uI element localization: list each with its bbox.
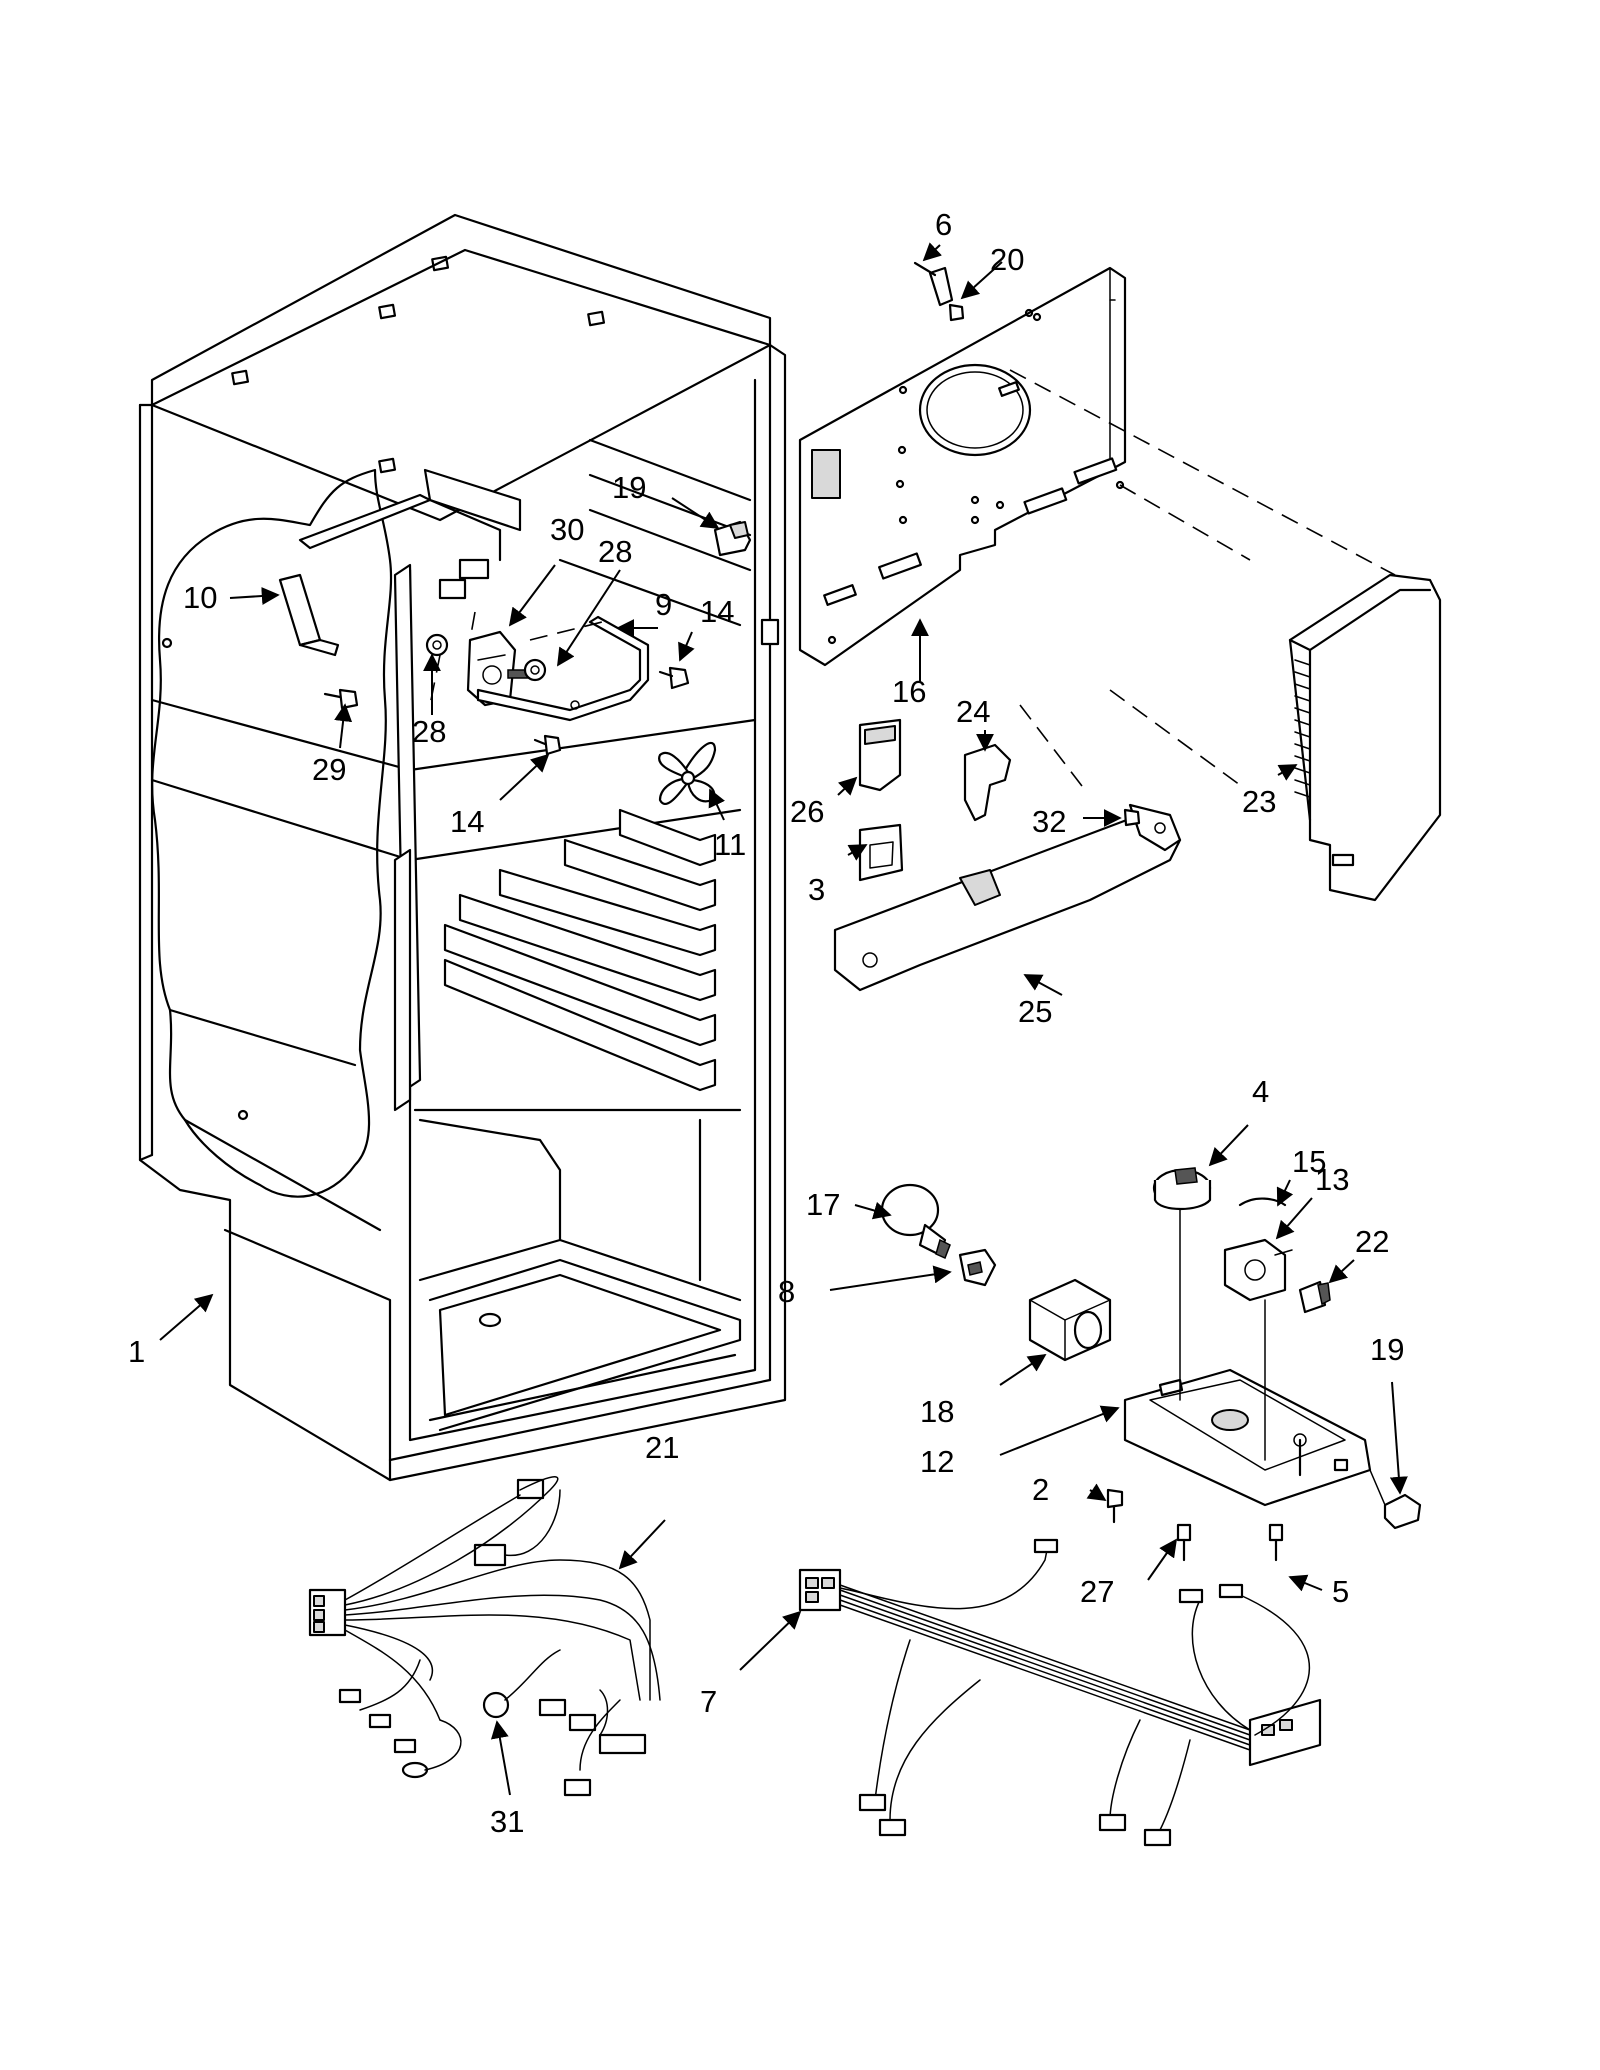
air-diffuser-bracket [278, 468, 522, 657]
callout-28-upper: 28 [598, 534, 632, 569]
callout-17: 17 [806, 1187, 840, 1222]
wire-harness-7 [798, 1538, 1322, 1847]
callout-21: 21 [645, 1430, 679, 1465]
air-duct-23 [1288, 573, 1442, 902]
callout-12: 12 [920, 1444, 954, 1479]
evaporator-cover [760, 261, 1396, 667]
callout-7: 7 [700, 1684, 717, 1719]
callout-6: 6 [935, 207, 952, 242]
callout-23: 23 [1242, 784, 1276, 819]
callout-5: 5 [1332, 1574, 1349, 1609]
callout-11: 11 [714, 827, 746, 862]
callout-19-lower: 19 [1370, 1332, 1404, 1367]
cabinet-liner [138, 213, 787, 1482]
callout-31: 31 [490, 1804, 524, 1839]
callout-1: 1 [128, 1334, 145, 1369]
callout-2: 2 [1032, 1472, 1049, 1507]
fan-motor [323, 611, 690, 756]
callout-32: 32 [1032, 804, 1066, 839]
callout-29: 29 [312, 752, 346, 787]
callout-8: 8 [778, 1274, 795, 1309]
callout-25: 25 [1018, 994, 1052, 1029]
callout-15: 15 [1292, 1144, 1326, 1179]
callout-30: 30 [550, 512, 584, 547]
leader-lines [159, 242, 1408, 1796]
callout-labels: 1 2 3 4 5 6 7 8 9 10 11 12 13 14 14 15 1… [128, 207, 1404, 1839]
callout-3: 3 [808, 872, 825, 907]
callout-9: 9 [655, 587, 672, 622]
callout-19-upper: 19 [612, 470, 646, 505]
callout-24: 24 [956, 694, 990, 729]
callout-22: 22 [1355, 1224, 1389, 1259]
callout-13: 13 [1315, 1162, 1349, 1197]
callout-26: 26 [790, 794, 824, 829]
callout-27: 27 [1080, 1574, 1114, 1609]
callout-14-upper: 14 [700, 594, 734, 629]
fan-blade [658, 742, 717, 806]
callout-10: 10 [183, 580, 217, 615]
callout-16: 16 [892, 674, 926, 709]
wire-harness-21 [308, 1476, 661, 1797]
control-housing-parts [880, 1167, 1422, 1562]
callout-28-lower: 28 [412, 714, 446, 749]
callout-18: 18 [920, 1394, 954, 1429]
thermostat-cover-parts [713, 520, 1241, 992]
callout-20: 20 [990, 242, 1024, 277]
callout-4: 4 [1252, 1074, 1269, 1109]
callout-14-lower: 14 [450, 804, 484, 839]
